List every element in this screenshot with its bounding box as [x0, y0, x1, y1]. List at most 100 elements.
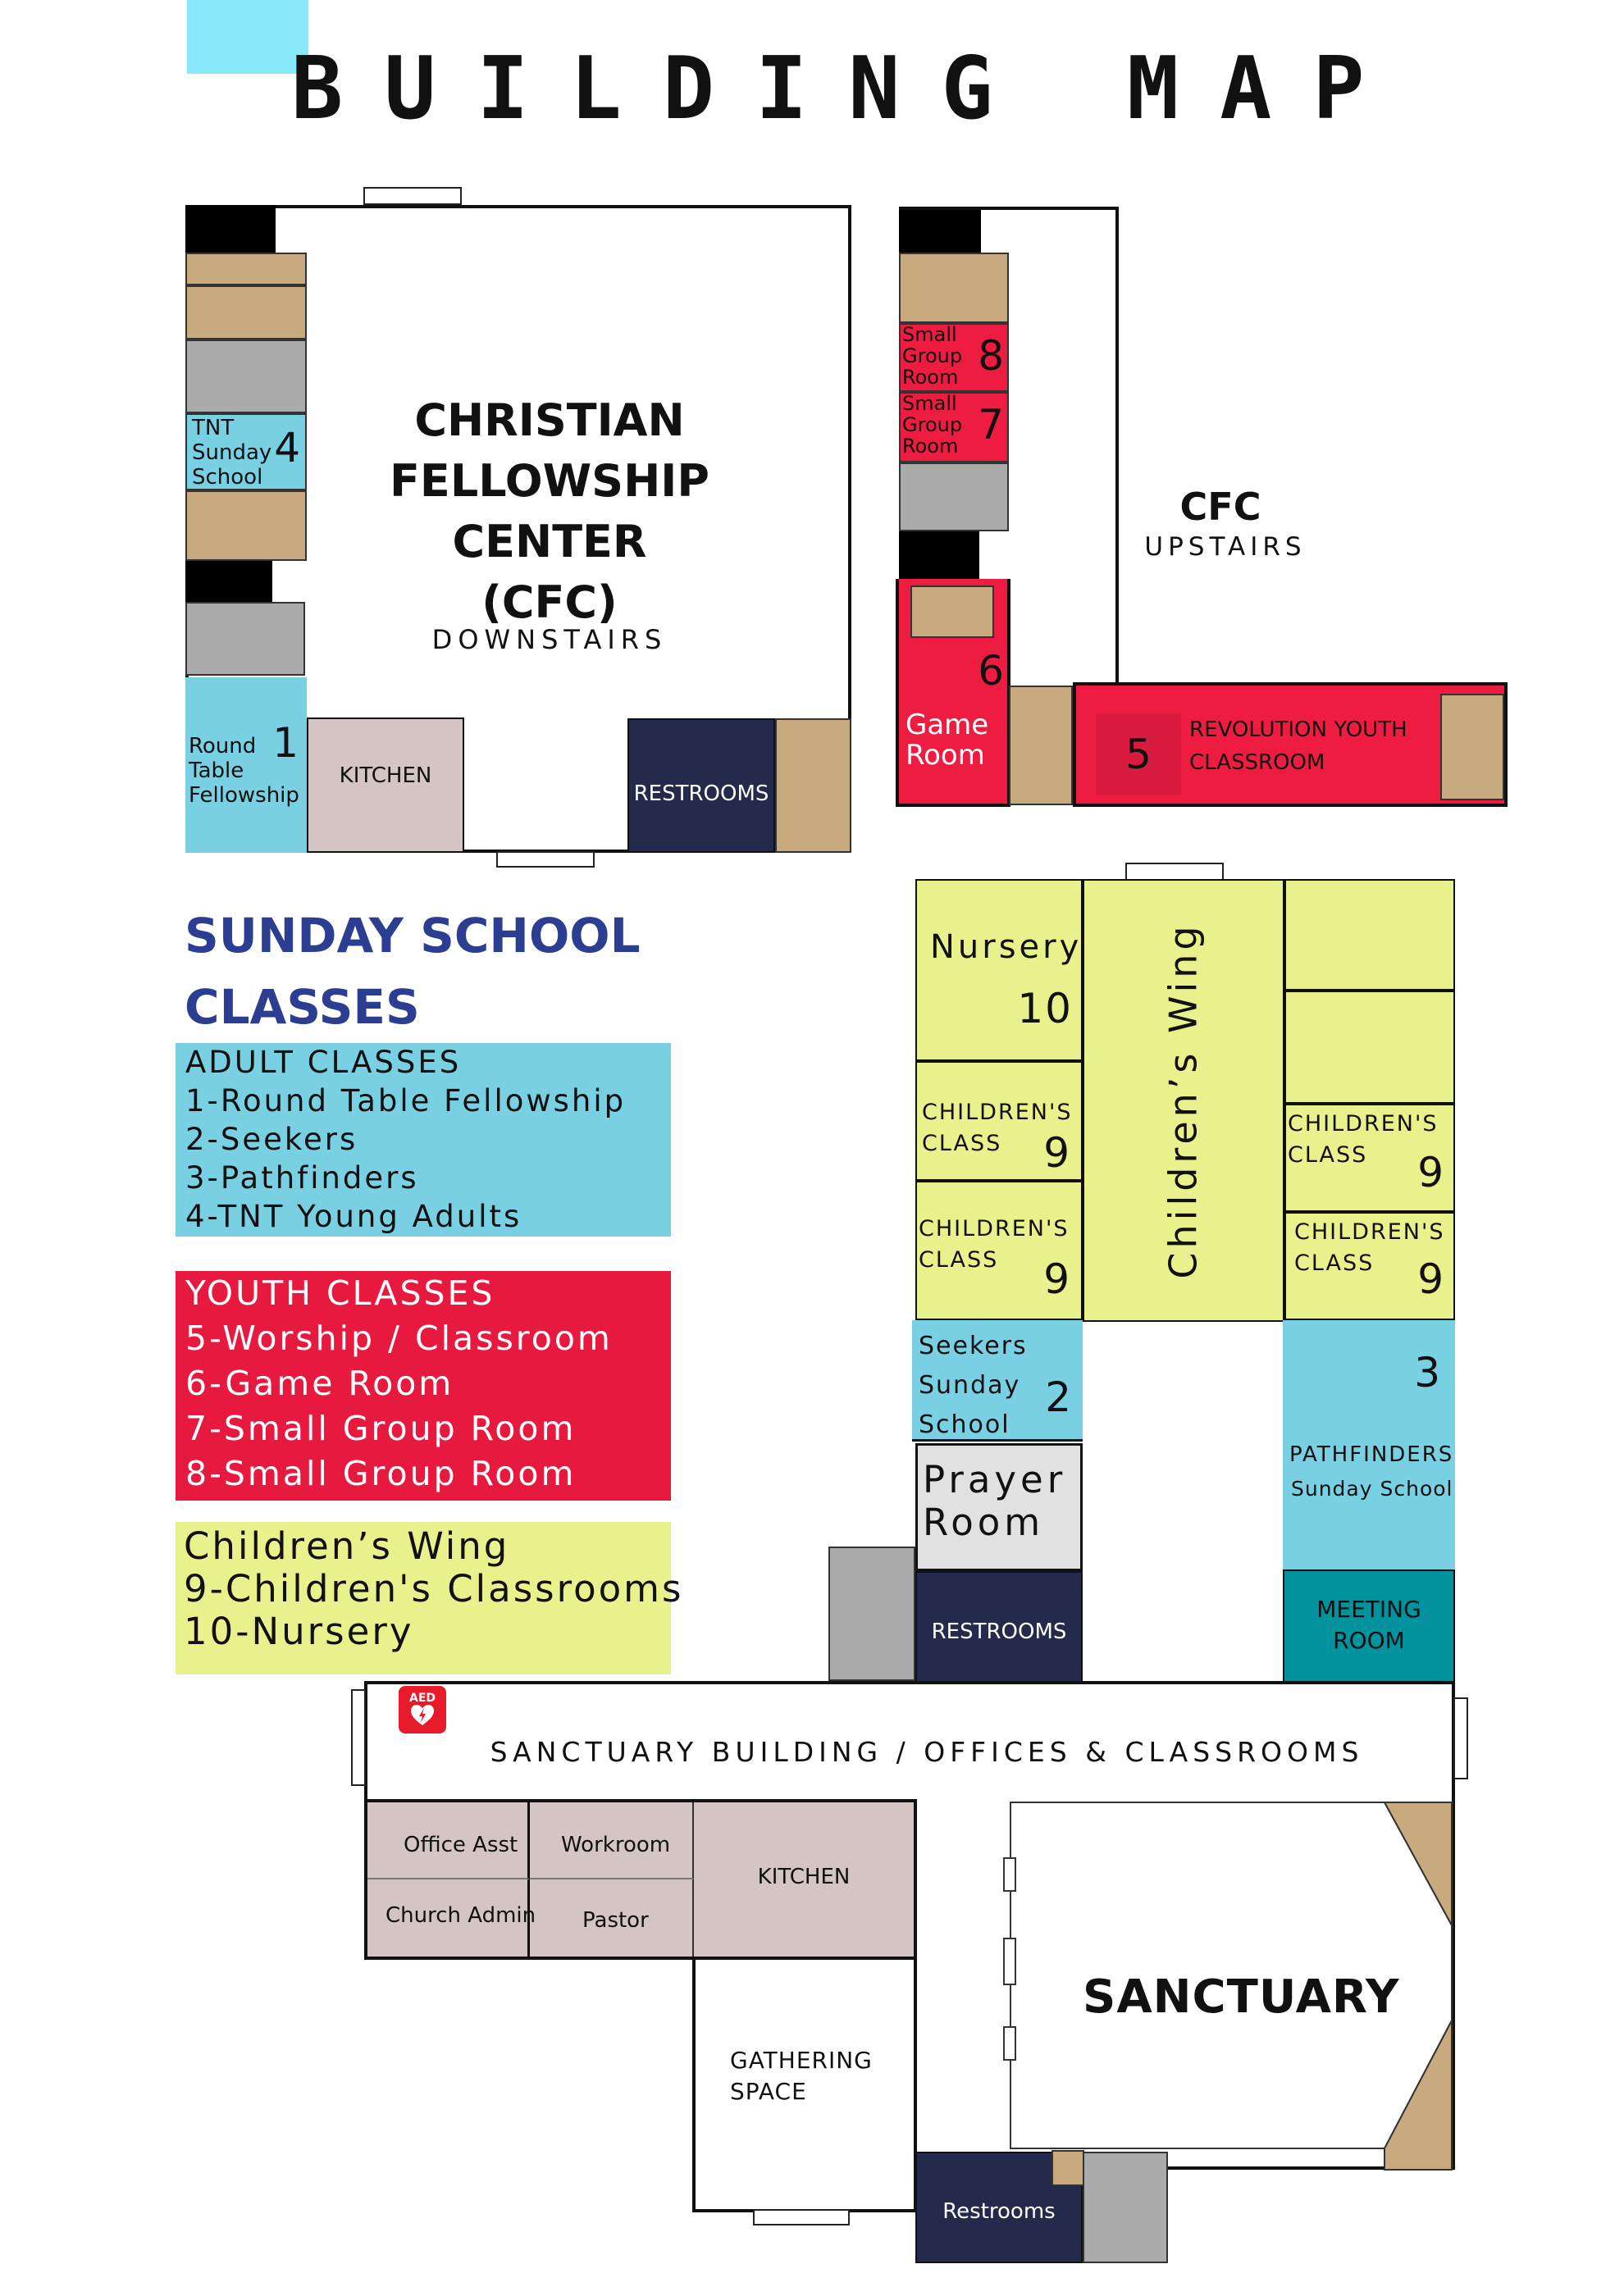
legend-youth-header: YOUTH CLASSES — [185, 1273, 495, 1313]
church-admin-label: Church Admin — [385, 1903, 536, 1928]
cfc-restrooms-label: RESTROOMS — [633, 781, 769, 806]
legend-children-item-9: 9-Children's Classrooms — [184, 1567, 684, 1610]
pathfinders-room-number: 3 — [1414, 1349, 1440, 1396]
children-class-number: 9 — [1417, 1255, 1444, 1303]
cfc-name-line-1: CHRISTIAN — [414, 394, 685, 446]
seekers-label-1: Seekers — [919, 1332, 1028, 1360]
legend-children-item-10: 10-Nursery — [184, 1610, 414, 1653]
children-class-number: 9 — [1043, 1129, 1070, 1177]
sanctuary-kitchen-label: KITCHEN — [757, 1865, 851, 1889]
tnt-label-3: School — [192, 464, 263, 490]
cfc-name-line-2: FELLOWSHIP — [390, 455, 709, 507]
restroom-storage — [1051, 2150, 1084, 2186]
childrens-wing-vertical-label: Children’s Wing — [1161, 922, 1206, 1279]
heart-bolt-icon — [411, 1705, 434, 1725]
mid-restrooms: RESTROOMS — [915, 1571, 1083, 1683]
children-class-label-1: CHILDREN'S — [1288, 1111, 1439, 1137]
sg7-label-2: Group — [902, 412, 963, 436]
rt-room-number: 1 — [272, 719, 299, 767]
legend-youth-item-8: 8-Small Group Room — [185, 1454, 577, 1493]
sg8-label-3: Room — [902, 365, 959, 389]
sanctuary-room-outline — [1003, 1802, 1453, 2171]
game-room-number: 6 — [978, 647, 1004, 695]
sanctuary-right-door — [1453, 1697, 1468, 1779]
nursery-room-number: 10 — [1017, 985, 1073, 1032]
children-class-number: 9 — [1417, 1149, 1444, 1196]
cfc-stairs-mid — [185, 561, 272, 602]
mid-utility-closet — [828, 1547, 915, 1681]
cfc-kitchen: KITCHEN — [307, 718, 464, 853]
legend-children-header: Children’s Wing — [184, 1524, 510, 1568]
sanctuary-door-3 — [1003, 2026, 1016, 2061]
legend-youth-classes: YOUTH CLASSES 5-Worship / Classroom 6-Ga… — [176, 1271, 671, 1501]
kitchen-side-door — [914, 1879, 922, 1937]
cfc-storage-2 — [185, 285, 307, 339]
cfc-restrooms: RESTROOMS — [627, 718, 775, 853]
game-room-storage — [910, 585, 994, 638]
sanctuary-storage-bottom — [1384, 2020, 1453, 2171]
title-accent — [187, 0, 308, 74]
sg8-label-2: Group — [902, 344, 963, 367]
office-asst-label: Office Asst — [404, 1833, 518, 1857]
cfc-utility-1 — [185, 339, 307, 413]
revolution-label-1: REVOLUTION YOUTH — [1189, 718, 1407, 742]
pastor-label: Pastor — [582, 1908, 649, 1933]
prayer-room-label-2: Room — [923, 1501, 1045, 1544]
tnt-label-2: Sunday — [192, 440, 272, 465]
legend-adult-item-2: 2-Seekers — [185, 1122, 358, 1157]
gathering-bottom-door — [753, 2209, 850, 2225]
round-table-fellowship-room: Round Table Fellowship 1 — [185, 677, 307, 853]
childrens-class-left-2: CHILDREN'S CLASS 9 — [915, 1181, 1083, 1320]
gathering-space-label-1: GATHERING — [730, 2047, 873, 2074]
childrens-class-left-1: CHILDREN'S CLASS 9 — [915, 1061, 1083, 1181]
upstairs-storage-2 — [1009, 686, 1073, 805]
legend-adult-header: ADULT CLASSES — [185, 1045, 462, 1080]
prayer-room-label-1: Prayer — [923, 1458, 1067, 1501]
legend-youth-item-5: 5-Worship / Classroom — [185, 1319, 613, 1358]
children-class-label-2: CLASS — [919, 1247, 999, 1273]
cfc-storage-1 — [185, 253, 307, 285]
cfc-storage-4 — [775, 718, 851, 853]
sanctuary-label: SANCTUARY — [1083, 1970, 1400, 2024]
gathering-space-label-2: SPACE — [730, 2078, 807, 2105]
sanctuary-door-2 — [1003, 1938, 1016, 1985]
pastor-office: Pastor — [530, 1879, 694, 1957]
workroom-label: Workroom — [561, 1833, 671, 1857]
childrens-class-right-1: CHILDREN'S CLASS 9 — [1284, 1104, 1455, 1212]
office-block — [364, 1799, 917, 1960]
meeting-room-label-2: ROOM — [1333, 1627, 1405, 1654]
sanctuary-building-label: SANCTUARY BUILDING / OFFICES & CLASSROOM… — [490, 1736, 1364, 1768]
cfc-storage-3 — [185, 490, 307, 561]
seekers-label-2: Sunday — [919, 1371, 1021, 1400]
childrens-wing-top-door — [1125, 863, 1224, 881]
workroom: Workroom — [530, 1802, 694, 1879]
upstairs-storage-1 — [899, 253, 1009, 323]
small-group-room-8: Small Group Room 8 — [899, 323, 1009, 392]
legend-heading-line-1: SUNDAY SCHOOL — [185, 908, 641, 963]
youth-room-number: 5 — [1125, 731, 1152, 778]
pathfinders-sunday-school-room: 3 PATHFINDERS Sunday School — [1283, 1320, 1455, 1569]
childrens-wing-hall: Children’s Wing — [1083, 879, 1284, 1322]
game-room: 6 Game Room — [896, 579, 1010, 807]
cfc-bottom-door — [496, 851, 595, 868]
sanctuary-left-door — [351, 1689, 366, 1786]
cfc-upstairs-label: UPSTAIRS — [1144, 532, 1307, 562]
rt-label-3: Fellowship — [189, 782, 299, 808]
revolution-label-2: CLASSROOM — [1189, 750, 1325, 776]
game-room-label-2: Room — [906, 739, 985, 772]
tnt-label-1: TNT — [192, 416, 235, 440]
restroom-utility — [1083, 2152, 1168, 2263]
aed-label: AED — [408, 1692, 436, 1705]
cfc-downstairs-label: DOWNSTAIRS — [431, 624, 668, 655]
childrens-wing-room-a — [1284, 879, 1455, 991]
legend-childrens-wing: Children’s Wing 9-Children's Classrooms … — [176, 1522, 681, 1674]
sg7-label-1: Small — [902, 392, 957, 415]
sanctuary-storage-top — [1383, 1802, 1453, 1926]
game-room-label-1: Game — [906, 708, 989, 741]
childrens-class-right-2: CHILDREN'S CLASS 9 — [1284, 1212, 1455, 1320]
gathering-space: GATHERING SPACE — [692, 1957, 917, 2212]
upstairs-stairs-mid — [899, 531, 979, 579]
legend-adult-item-3: 3-Pathfinders — [185, 1160, 419, 1196]
pathfinders-label-1: PATHFINDERS — [1289, 1442, 1454, 1467]
meeting-room-label-1: MEETING — [1316, 1596, 1421, 1623]
